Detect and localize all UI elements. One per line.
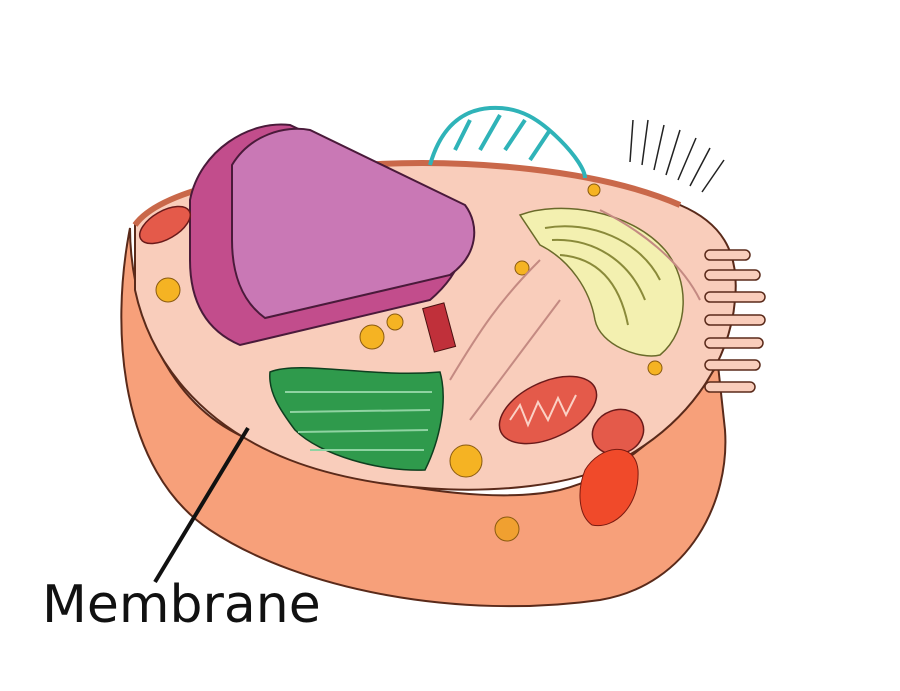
mitochondrion-cristae: [509, 394, 577, 428]
rough-er: [269, 367, 444, 471]
vesicle: [449, 444, 483, 478]
membrane-label: Membrane: [42, 575, 321, 635]
golgi-cisternae: [544, 225, 661, 326]
rough-er-lines: [285, 391, 432, 451]
vesicle: [155, 277, 181, 303]
microvilli: [704, 249, 766, 393]
vesicle: [647, 360, 663, 376]
vesicle: [386, 313, 404, 331]
vesicle: [587, 183, 601, 197]
mitochondrion: [498, 375, 598, 445]
centriole: [422, 302, 457, 353]
cilia: [629, 119, 725, 193]
organelle-red-bottom: [579, 448, 639, 527]
cytoskeleton: [449, 209, 701, 421]
organelle-red-left: [139, 205, 191, 245]
membrane-pointer-line: [153, 426, 250, 584]
vesicle: [494, 516, 520, 542]
nucleus-top: [231, 127, 476, 320]
vesicle: [514, 260, 530, 276]
cilia-network: [428, 105, 587, 179]
vesicle: [359, 324, 385, 350]
